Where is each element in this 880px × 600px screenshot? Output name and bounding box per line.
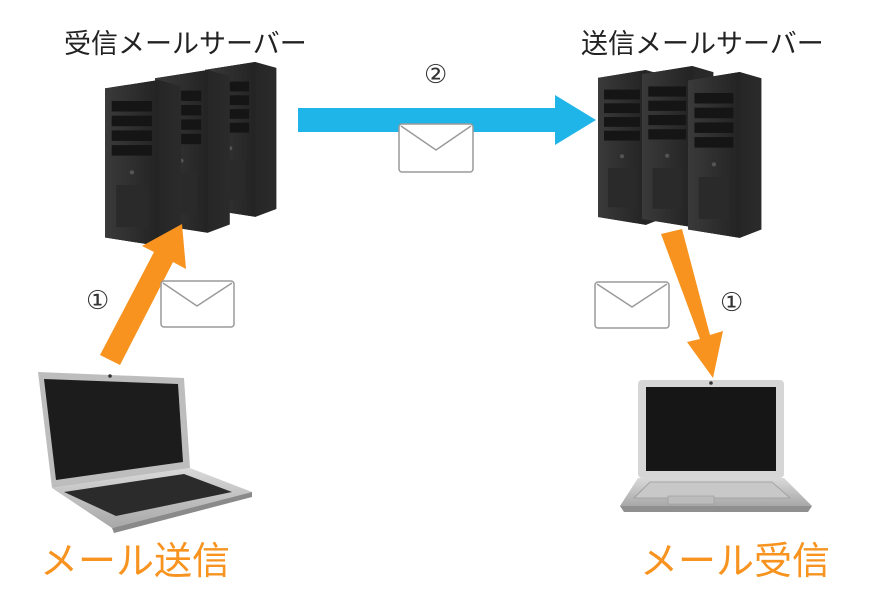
step-1-right-label: ① (720, 288, 744, 318)
server-transfer-arrow-icon (298, 95, 596, 145)
step-2-label: ② (424, 60, 448, 90)
sender-laptop-icon (38, 372, 252, 533)
envelope-icon (398, 123, 474, 173)
upload-arrow-icon (100, 224, 186, 365)
step-1-left-label: ① (86, 286, 110, 316)
sending-server-icon (598, 66, 762, 238)
send-mail-caption: メール送信 (40, 539, 231, 583)
receiving-server-icon (105, 62, 277, 246)
receiving-server-label: 受信メールサーバー (64, 29, 307, 60)
download-arrow-icon (661, 229, 723, 378)
sending-server-label: 送信メールサーバー (581, 29, 824, 60)
envelope-icon (594, 281, 670, 329)
receive-mail-caption: メール受信 (640, 539, 831, 583)
receiver-laptop-icon (620, 380, 812, 512)
envelope-icon (160, 280, 235, 328)
